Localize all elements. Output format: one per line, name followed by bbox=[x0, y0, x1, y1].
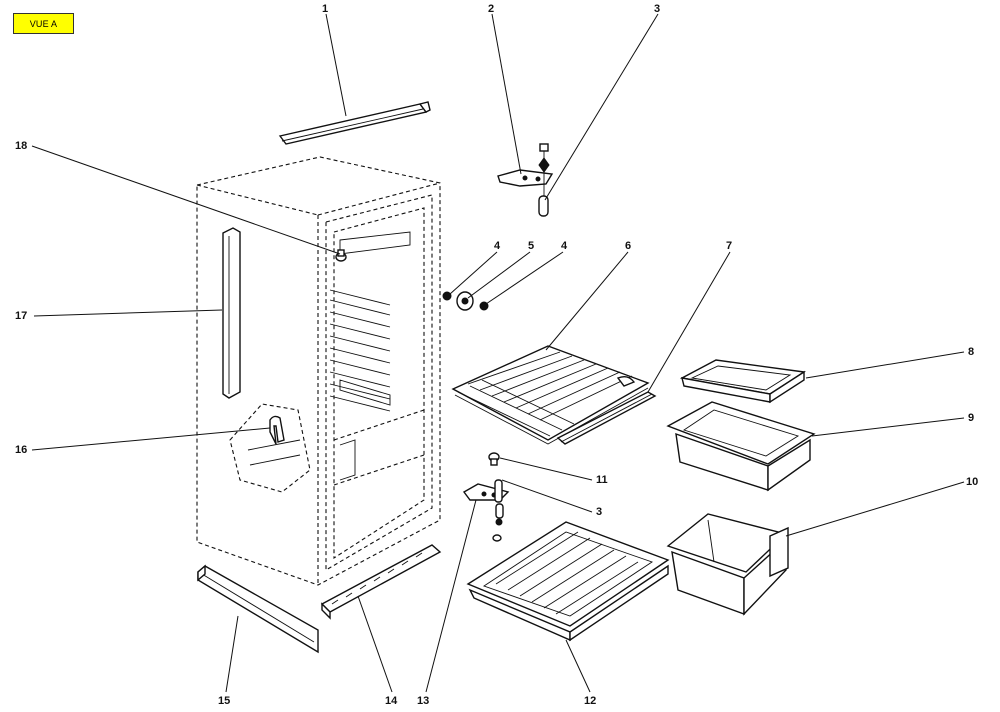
leader-lines bbox=[31, 13, 965, 693]
callout-3-bottom: 3 bbox=[596, 506, 602, 518]
view-label-badge: VUE A bbox=[13, 13, 74, 34]
part-5-bushing bbox=[456, 291, 474, 311]
part-7-shelf-trim bbox=[556, 391, 657, 445]
part-6-wire-shelf bbox=[451, 345, 650, 445]
callout-2: 2 bbox=[488, 3, 494, 15]
callout-4-left: 4 bbox=[494, 240, 501, 252]
part-17-side-trim bbox=[222, 227, 241, 399]
callout-10: 10 bbox=[966, 476, 978, 488]
part-2-top-hinge bbox=[497, 143, 554, 200]
part-16-thermostat-detail bbox=[229, 403, 311, 493]
callout-14: 14 bbox=[385, 695, 398, 707]
part-11-hinge-cap bbox=[488, 452, 500, 466]
callout-numbers: 1 2 3 4 5 4 6 7 8 9 10 11 3 12 13 14 15 … bbox=[15, 3, 978, 707]
callout-8: 8 bbox=[968, 346, 974, 358]
part-18-lamp-holder bbox=[335, 249, 347, 262]
callout-13: 13 bbox=[417, 695, 429, 707]
callout-16: 16 bbox=[15, 444, 27, 456]
part-10-door-bin bbox=[666, 513, 789, 616]
part-13-bottom-hinge bbox=[462, 479, 510, 503]
part-12-drip-tray bbox=[466, 521, 670, 642]
callout-6: 6 bbox=[625, 240, 631, 252]
callout-15: 15 bbox=[218, 695, 230, 707]
part-3-hinge-pin-bottom bbox=[492, 503, 504, 542]
callout-1: 1 bbox=[322, 3, 328, 15]
part-15-kick-plate bbox=[197, 564, 319, 654]
part-3-hinge-pin-top bbox=[538, 195, 549, 217]
callout-17: 17 bbox=[15, 310, 27, 322]
part-4-washer-left bbox=[442, 291, 452, 301]
callout-4-right: 4 bbox=[561, 240, 568, 252]
callout-11: 11 bbox=[596, 474, 608, 486]
callout-3-top: 3 bbox=[654, 3, 660, 15]
callout-5: 5 bbox=[528, 240, 534, 252]
part-1-top-rail bbox=[278, 101, 431, 145]
part-9-crisper-bin bbox=[666, 401, 816, 492]
callout-12: 12 bbox=[584, 695, 596, 707]
callout-9: 9 bbox=[968, 412, 974, 424]
callout-7: 7 bbox=[726, 240, 732, 252]
cabinet bbox=[196, 156, 441, 586]
part-8-tray-cover bbox=[679, 359, 806, 404]
part-14-bottom-rail bbox=[320, 544, 442, 620]
callout-18: 18 bbox=[15, 140, 27, 152]
